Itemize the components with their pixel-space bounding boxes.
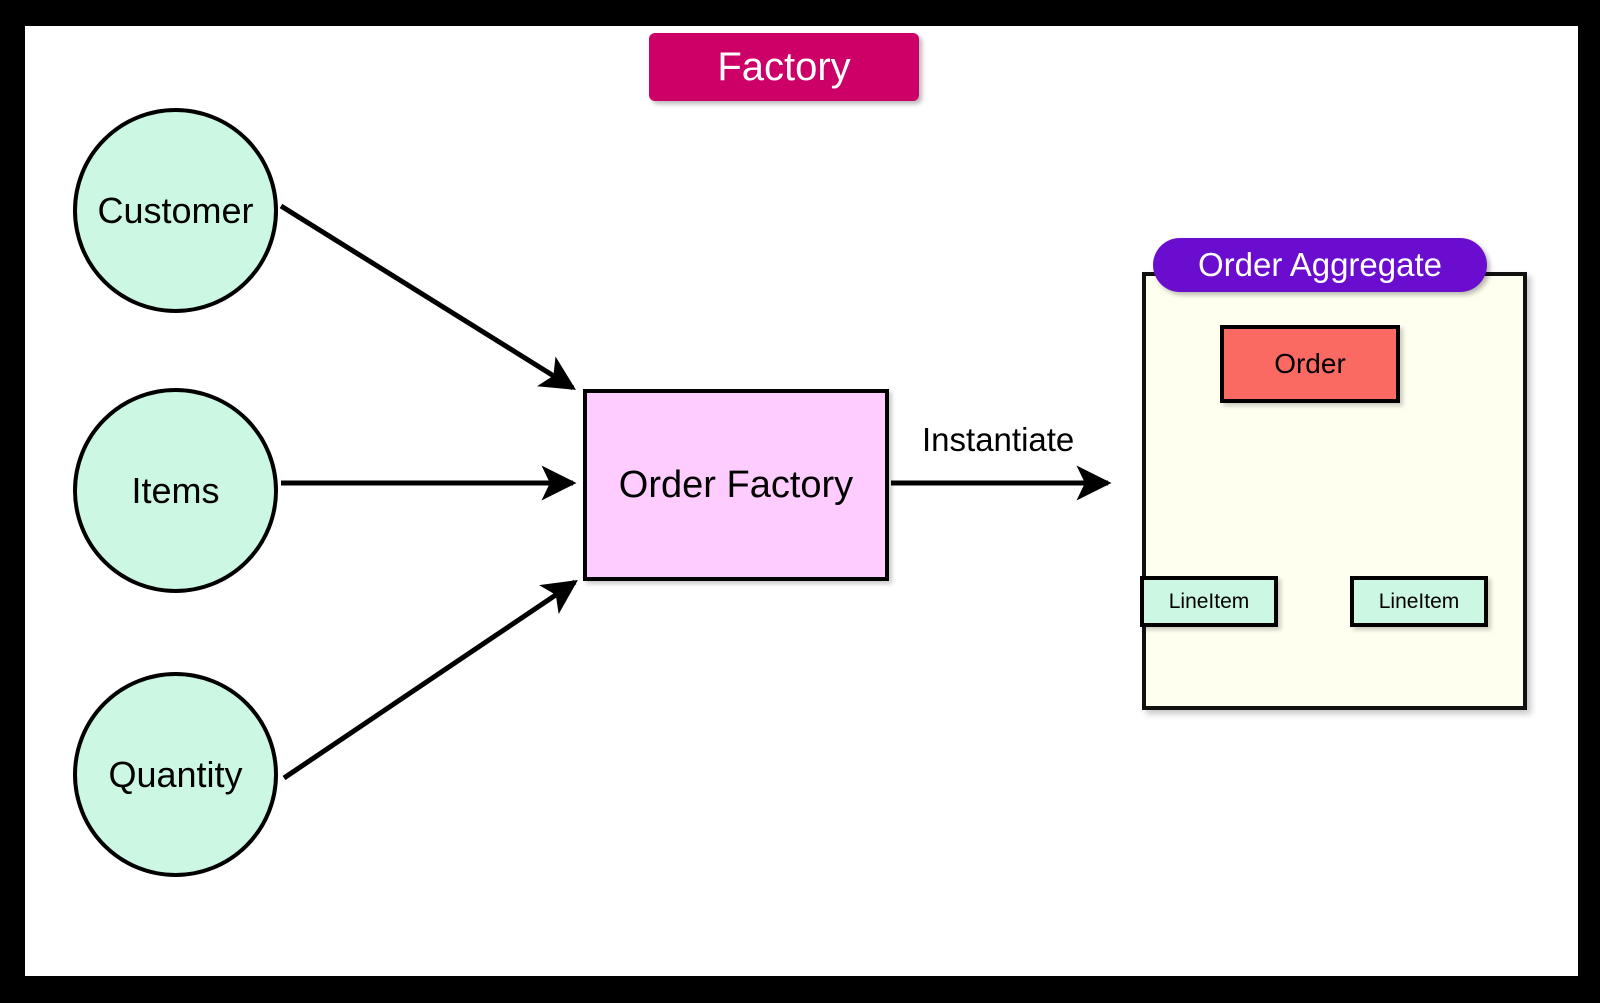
order-aggregate-title-badge: Order Aggregate: [1153, 238, 1487, 292]
diagram-canvas: Order Aggregate Factory Customer Items Q…: [25, 26, 1578, 976]
edge-quantity-to-factory: [282, 579, 578, 781]
node-order[interactable]: Order: [1220, 325, 1400, 403]
diagram-title-badge: Factory: [649, 33, 919, 101]
node-items[interactable]: Items: [73, 388, 278, 593]
edge-customer-to-factory: [279, 203, 576, 391]
edge-label-instantiate: Instantiate: [916, 419, 1081, 461]
node-customer[interactable]: Customer: [73, 108, 278, 313]
node-order-factory[interactable]: Order Factory: [583, 389, 889, 581]
node-lineitem-1[interactable]: LineItem: [1140, 576, 1278, 627]
node-lineitem-2[interactable]: LineItem: [1350, 576, 1488, 627]
node-quantity[interactable]: Quantity: [73, 672, 278, 877]
